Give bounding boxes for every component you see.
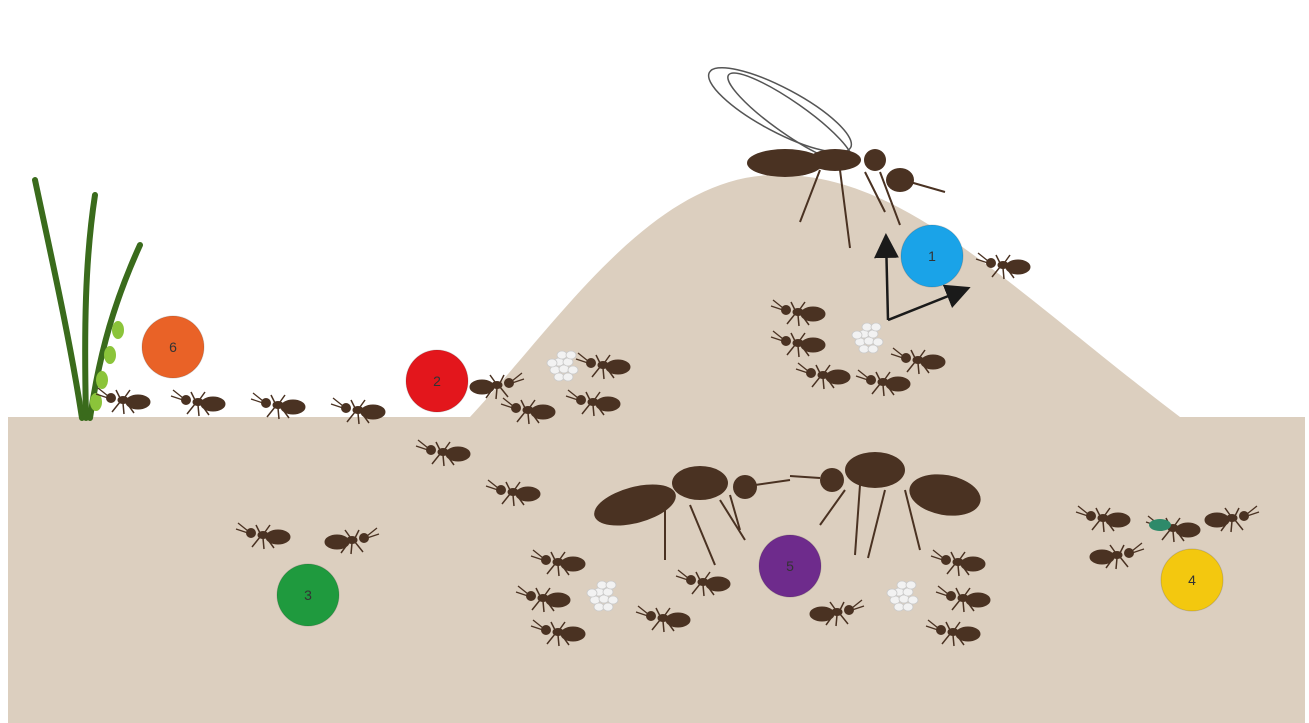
- soil-ground: [8, 175, 1305, 723]
- worker-ant-icon: [171, 390, 225, 416]
- food-item-icon: [1149, 519, 1171, 531]
- worker-ant-icon: [251, 393, 305, 419]
- marker-label: 4: [1188, 572, 1196, 588]
- marker-6: 6: [142, 316, 204, 378]
- marker-5: 5: [759, 535, 821, 597]
- marker-1: 1: [901, 225, 963, 287]
- marker-2: 2: [406, 350, 468, 412]
- marker-label: 1: [928, 248, 936, 264]
- grass-plant-icon: [35, 180, 140, 418]
- marker-label: 5: [786, 558, 794, 574]
- marker-label: 6: [169, 339, 177, 355]
- worker-ant-icon: [96, 388, 150, 414]
- marker-3: 3: [277, 564, 339, 626]
- marker-label: 3: [304, 587, 312, 603]
- marker-label: 2: [433, 373, 441, 389]
- marker-4: 4: [1161, 549, 1223, 611]
